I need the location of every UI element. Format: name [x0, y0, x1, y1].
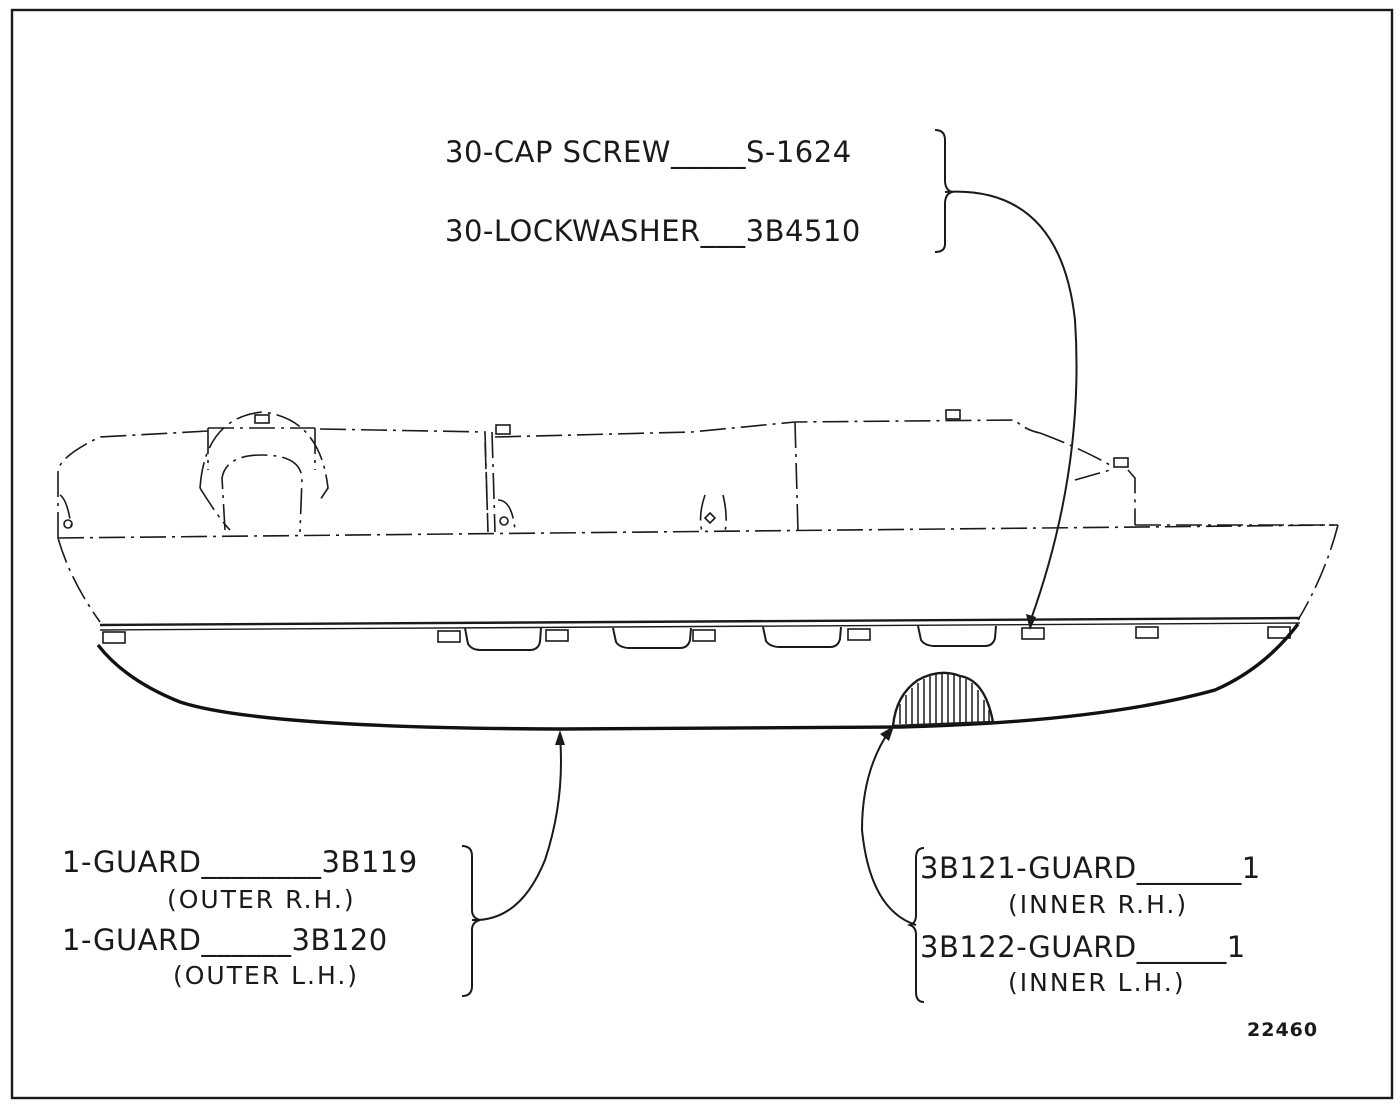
outer-rh-guard-sub: (OUTER R.H.): [167, 885, 356, 914]
inner-lh-guard-label: 3B122-GUARD______1: [920, 930, 1246, 964]
cap-screw-label: 30-CAP SCREW_____S-1624: [445, 135, 852, 169]
outer-lh-guard-sub: (OUTER L.H.): [173, 961, 359, 990]
lockwasher-label: 30-LOCKWASHER___3B4510: [445, 214, 861, 248]
outer-lh-guard-label: 1-GUARD______3B120: [62, 923, 388, 957]
inner-guard-section: [891, 671, 995, 728]
pan-body: [57, 524, 1339, 651]
outer-rh-guard-label: 1-GUARD________3B119: [62, 845, 418, 879]
figure-number: 22460: [1247, 1019, 1318, 1041]
figure-border: [10, 8, 1394, 1100]
flange-bolts: [102, 626, 1291, 644]
inner-rh-guard-label: 3B121-GUARD_______1: [920, 851, 1261, 885]
leader-lines: [471, 190, 1078, 926]
inner-rh-guard-sub: (INNER R.H.): [1008, 890, 1188, 919]
housing-outline: [57, 409, 1338, 538]
outer-guard-outline: [96, 622, 1300, 731]
brackets: [461, 129, 956, 1003]
inner-lh-guard-sub: (INNER L.H.): [1008, 968, 1186, 997]
